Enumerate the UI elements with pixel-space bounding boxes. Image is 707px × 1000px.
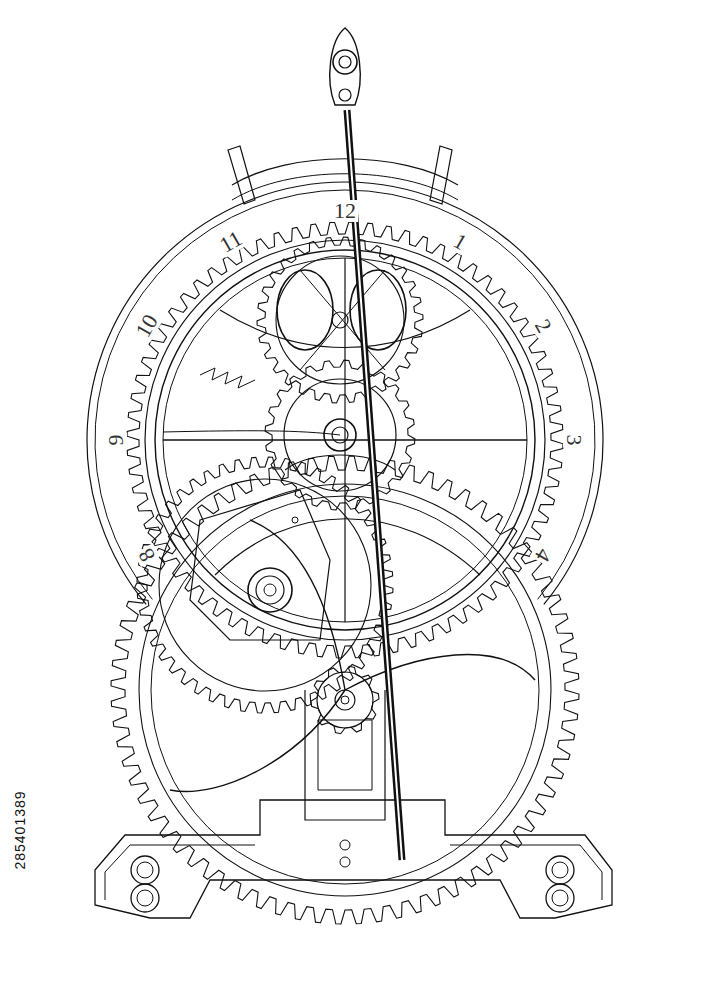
upper-gear-window bbox=[277, 270, 333, 350]
foot-bolt bbox=[137, 890, 153, 906]
great-wheel-spoke bbox=[170, 690, 345, 792]
foot-bolt bbox=[131, 856, 159, 884]
wheel-spoke bbox=[344, 258, 345, 622]
dial-numeral: 11 bbox=[214, 226, 247, 258]
dial-numeral: 3 bbox=[563, 433, 585, 448]
upper-gear-teeth bbox=[257, 237, 423, 403]
arbor bbox=[335, 690, 355, 710]
mechanism-lines bbox=[87, 28, 612, 924]
left-plate bbox=[190, 490, 330, 640]
wheel-spoke bbox=[163, 431, 340, 435]
wheel-spoke bbox=[220, 310, 470, 348]
dial-teeth bbox=[127, 222, 563, 658]
foot-bolt bbox=[546, 856, 574, 884]
pinion-teeth bbox=[311, 666, 379, 733]
dial-numeral: 2 bbox=[530, 314, 557, 338]
dial-ring bbox=[145, 240, 545, 640]
dial-numeral: 8 bbox=[133, 543, 160, 567]
escapement-arc bbox=[232, 159, 458, 185]
foot-bolt bbox=[137, 862, 153, 878]
wheel-spoke bbox=[215, 519, 480, 575]
foot-bolt bbox=[546, 884, 574, 912]
centre-gear-teeth bbox=[265, 360, 415, 510]
left-arbor bbox=[256, 576, 284, 604]
upper-gear-rim bbox=[276, 256, 404, 384]
adjust-pin bbox=[430, 146, 452, 204]
watermark-number: 285401389 bbox=[13, 788, 27, 871]
centre-gear-spoke bbox=[285, 455, 395, 470]
hook-bolt bbox=[339, 89, 351, 101]
adjust-pin bbox=[228, 146, 255, 204]
pendulum-rod bbox=[347, 110, 402, 860]
dial-numeral: 9 bbox=[105, 433, 127, 448]
centre-arbor bbox=[332, 427, 348, 443]
left-wheel-teeth bbox=[137, 457, 393, 713]
upper-arbor bbox=[332, 312, 348, 328]
frame-hole bbox=[340, 840, 350, 850]
foot-bolt bbox=[552, 862, 568, 878]
great-wheel-spoke bbox=[250, 520, 345, 690]
wheel-rim bbox=[163, 258, 527, 622]
suspension-hook bbox=[330, 28, 360, 105]
pendulum-rod bbox=[347, 110, 402, 860]
hook-bolt bbox=[339, 56, 351, 68]
dial-numeral: 1 bbox=[448, 228, 472, 255]
frame-column bbox=[305, 690, 385, 820]
left-arbor bbox=[264, 584, 276, 596]
centre-arbor bbox=[324, 419, 356, 451]
escapement-arc bbox=[232, 174, 458, 200]
frame-hole bbox=[340, 857, 350, 867]
great-wheel-spoke bbox=[345, 655, 535, 690]
dial-numeral: 12 bbox=[332, 200, 358, 222]
frame-column bbox=[318, 720, 372, 790]
escape-wheel bbox=[200, 368, 255, 388]
left-wheel-rim bbox=[159, 479, 371, 691]
hook-bolt bbox=[333, 50, 357, 74]
arbor bbox=[341, 696, 349, 704]
base-frame bbox=[95, 800, 612, 918]
base-frame bbox=[105, 845, 602, 900]
left-arbor bbox=[248, 568, 292, 612]
upper-gear-spoke bbox=[300, 270, 385, 370]
foot-bolt bbox=[552, 890, 568, 906]
dial-numeral: 10 bbox=[131, 309, 163, 343]
wheel-rim bbox=[155, 250, 535, 630]
plate-screw bbox=[292, 517, 298, 523]
foot-bolt bbox=[131, 884, 159, 912]
dial-numeral: 4 bbox=[530, 543, 557, 567]
